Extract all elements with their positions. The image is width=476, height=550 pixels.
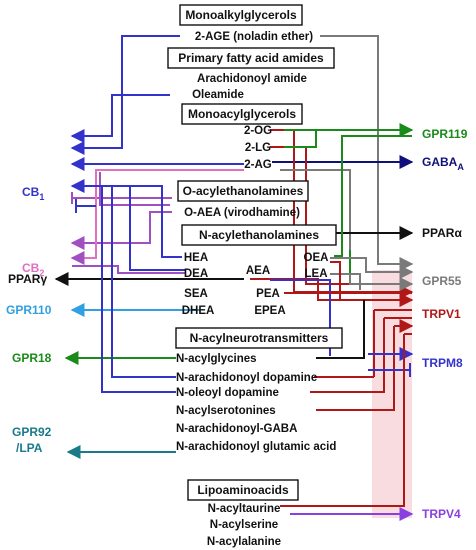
ligand-oea: OEA [304,252,329,264]
receptor-trpm8: TRPM8 [422,356,463,370]
line-lea-gpr55 [330,273,361,290]
header-n-acylethanolamines: N-acylethanolamines [199,228,319,242]
line-age-cb [70,35,180,155]
receptor-gpr119: GPR119 [422,127,468,141]
receptor-gpr92: GPR92 [12,425,52,439]
ligand-epea: EPEA [254,305,285,317]
header-o-acylethanolamines: O-acylethanolamines [183,184,304,198]
ligand-n-acylserotonines: N-acylserotonines [176,405,276,417]
ligand-hea: HEA [184,252,208,264]
receptor-gpr18: GPR18 [12,351,52,365]
ligand-n-acylalanine: N-acylalanine [207,536,281,548]
line-aea-cb [129,186,186,271]
header-monoalkylglycerols: Monoalkylglycerols [185,8,297,22]
ligand-n-acylserine: N-acylserine [210,519,278,531]
receptor-cb2: CB2 [22,261,44,278]
ligand-2-og: 2-OG [244,125,272,137]
line-oleoyl-trpv1 [310,318,385,393]
receptor-gpr110: GPR110 [6,303,52,317]
line-lipo-trpv1 [280,334,405,507]
line-oaea-cb2 [70,211,172,250]
ligand-dea: DEA [184,268,208,280]
receptor-trpv4: TRPV4 [422,507,461,521]
line-2lg-gpr119 [284,130,317,148]
receptor-gaba-a: GABAA [422,155,464,172]
line-age-gpr55 [320,35,414,271]
left-receptors: CB1 CB2 PPARγ GPR110 GPR18 GPR92 /LPA [6,185,52,455]
ligand-aea: AEA [246,265,270,277]
ligand-lea: LEA [305,268,328,280]
ligand-sea: SEA [184,288,208,300]
line-nada-cb1 [111,186,176,378]
line-2ag-cb2 [70,169,244,265]
ligand-2-age: 2-AGE (noladin ether) [195,31,313,43]
ligand-n-arachidonoyl-glutamic-acid: N-arachidonoyl glutamic acid [176,441,336,453]
receptor-ppar-gamma: PPARγ [8,272,47,286]
ligand-pea: PEA [256,288,280,300]
header-monoacylglycerols: Monoacylglycerols [188,107,296,121]
header-n-acylneurotransmitters: N-acylneurotransmitters [190,331,329,345]
ligand-o-aea: O-AEA (virodhamine) [184,207,300,219]
receptor-gpr55: GPR55 [422,274,462,288]
receptor-cb1: CB1 [22,185,44,202]
ligand-2-lg: 2-LG [245,142,271,154]
connector-lines [54,35,414,521]
ligand-oleamide: Oleamide [192,89,244,101]
receptor-ppar-alpha: PPARα [422,226,462,240]
line-dopamine-cb1 [101,186,176,393]
ligand-n-acylglycines: N-acylglycines [176,353,257,365]
ligand-n-acyltaurine: N-acyltaurine [208,503,281,515]
receptor-trpv1: TRPV1 [422,307,461,321]
line-aea-cb2-violet [72,265,186,274]
line-hea-cb1 [70,179,182,258]
ligand-n-arachidonoyl-dopamine: N-arachidonoyl dopamine [176,372,317,384]
ligand-arachidonoyl-amide: Arachidonoyl amide [197,73,307,85]
ligand-n-oleoyl-dopamine: N-oleoyl dopamine [176,387,279,399]
header-primary-amides: Primary fatty acid amides [178,51,324,65]
ligand-n-arachidonoyl-gaba: N-arachidonoyl-GABA [176,423,297,435]
line-oea-gpr55 [330,257,414,279]
line-glycine-trpm8 [316,300,365,359]
header-boxes: Monoalkylglycerols Primary fatty acid am… [167,4,343,501]
ligand-labels: 2-AGE (noladin ether) Arachidonoyl amide… [176,31,336,548]
ligand-2-ag: 2-AG [244,159,272,171]
trp-highlight-region [372,270,412,518]
receptor-lpa: /LPA [16,441,43,455]
line-oleamide-cb [70,94,170,143]
ligand-dhea: DHEA [182,305,215,317]
line-2ag-gpr55 [280,169,414,291]
right-receptors: GPR119 GABAA PPARα GPR55 TRPV1 TRPM8 TRP… [422,127,468,521]
line-oaea-up [99,172,170,206]
line-oea-gpr119 [334,135,412,257]
header-lipoaminoacids: Lipoaminoacids [197,483,289,497]
